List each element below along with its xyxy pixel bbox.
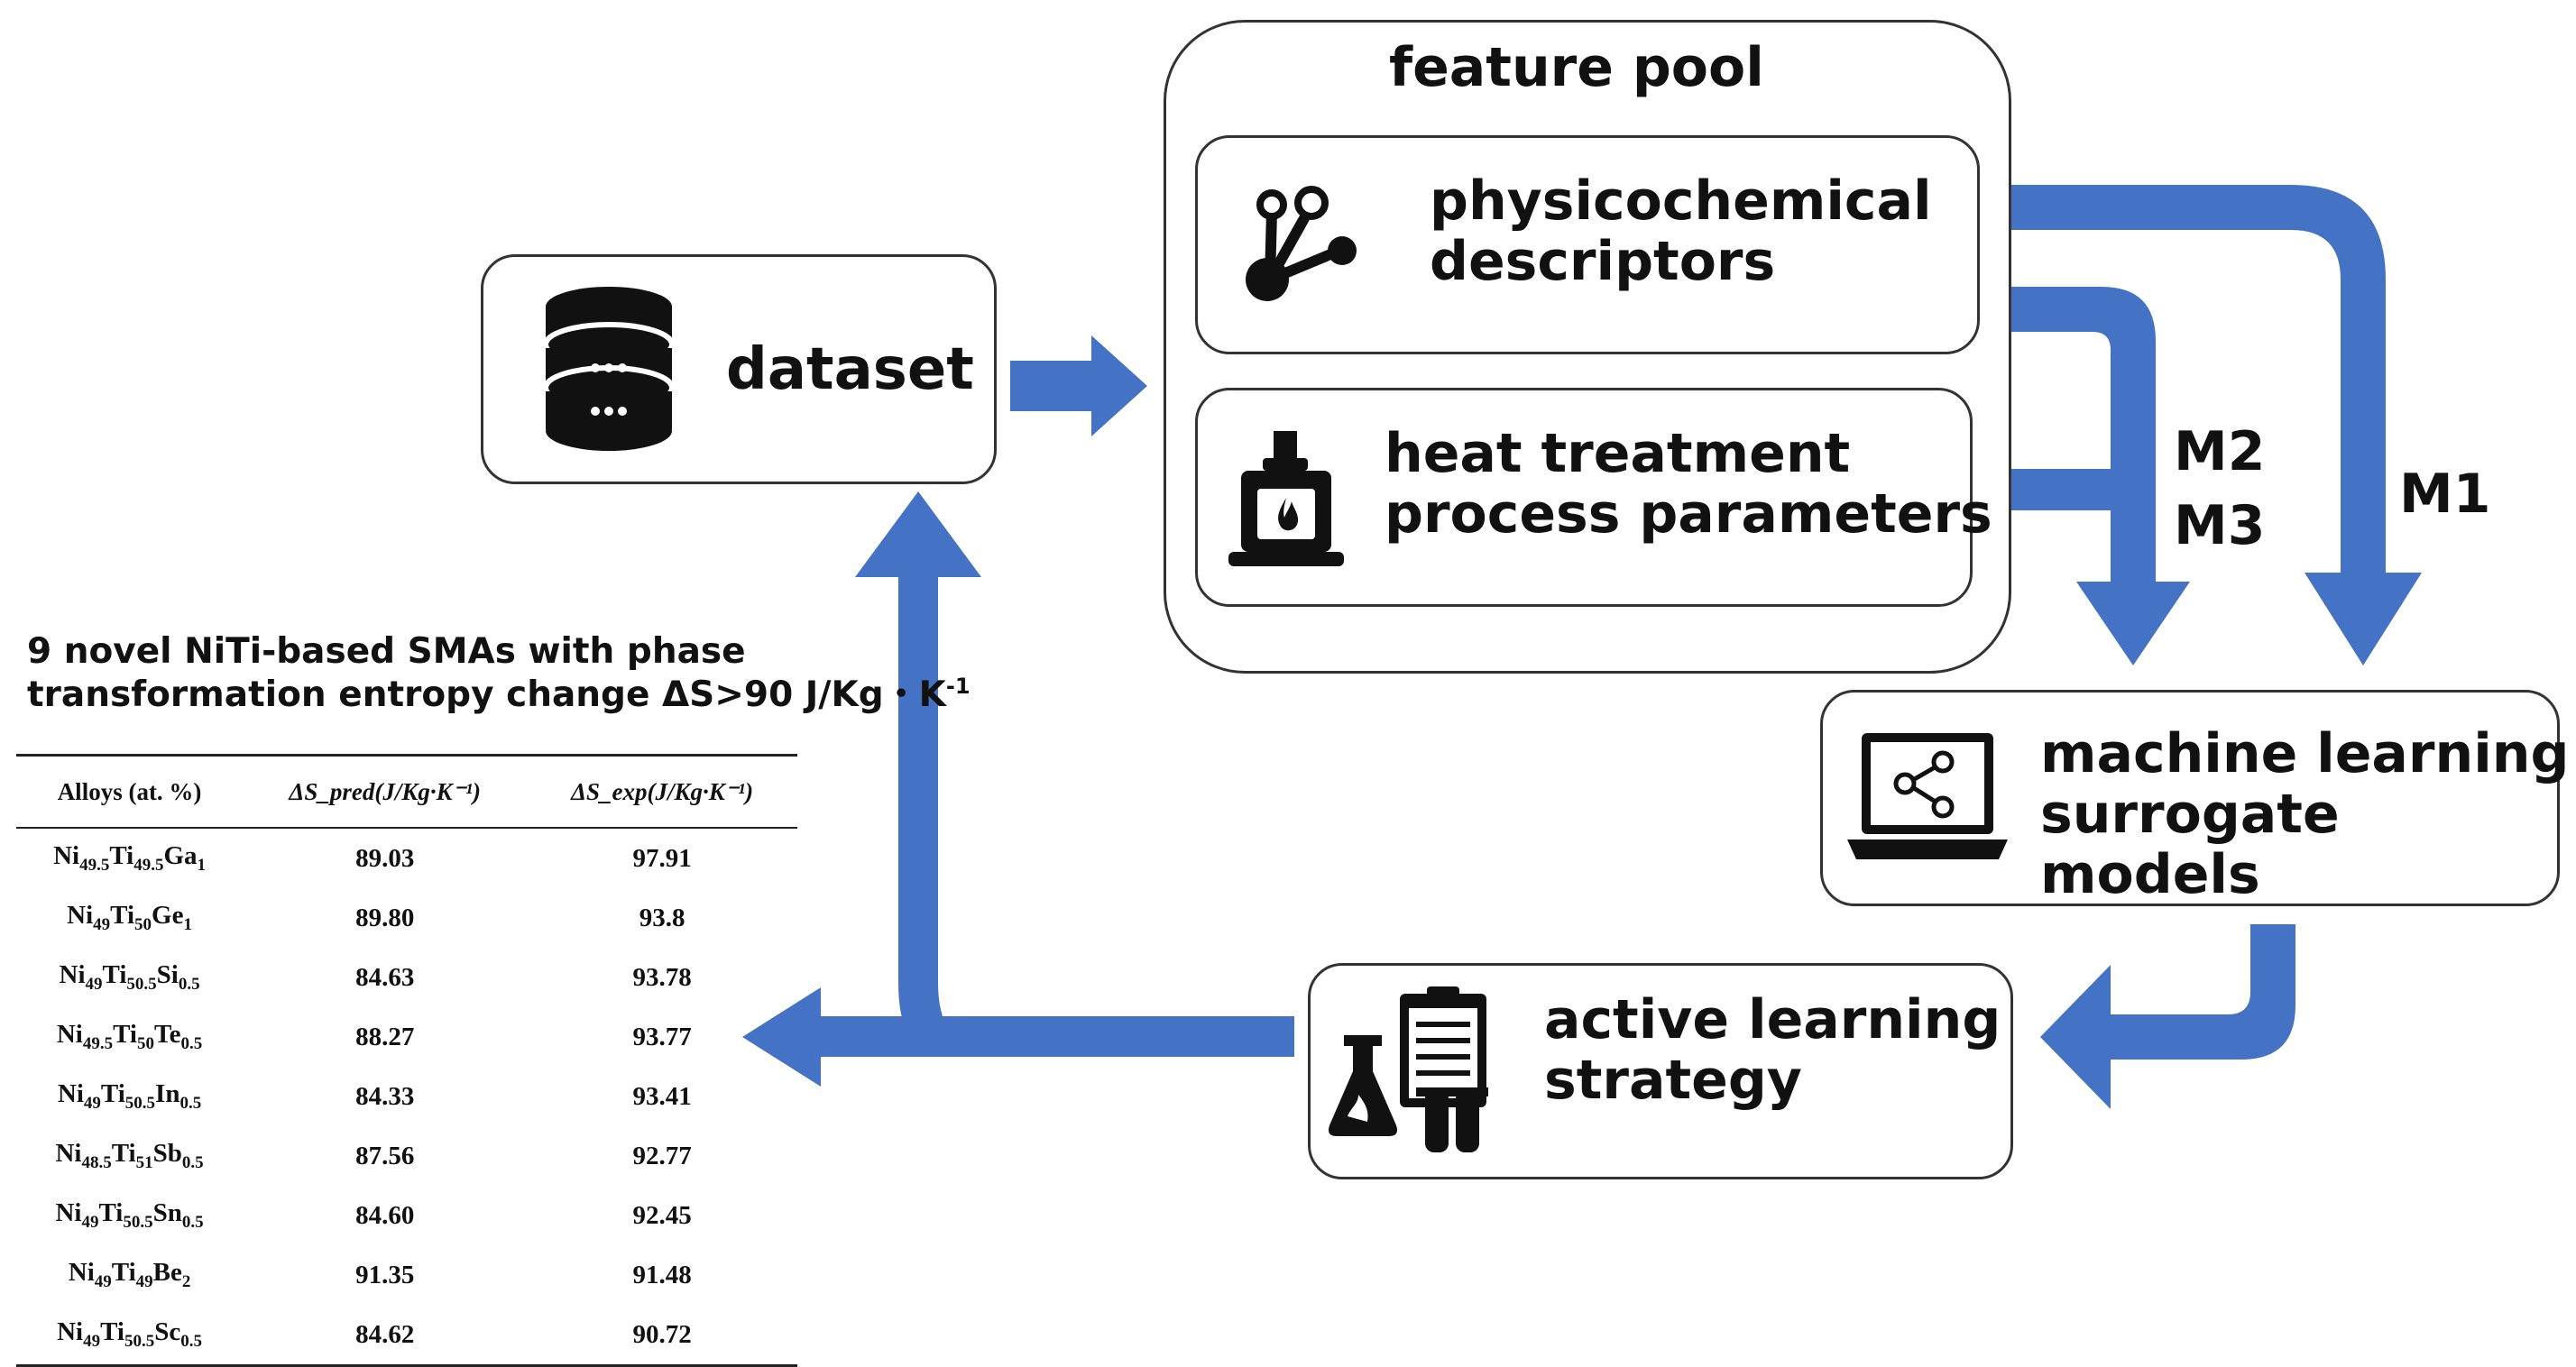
ml-models-line1: machine learning (2040, 722, 2570, 785)
exp-cell: 91.48 (632, 1260, 692, 1289)
table-row: Ni48.5Ti51Sb0.5 87.56 92.77 (16, 1126, 797, 1186)
arrow-active-learning-to-table (742, 987, 1294, 1087)
pred-cell: 88.27 (355, 1022, 415, 1051)
laptop-share-icon (1847, 733, 2008, 859)
physicochemical-line2: descriptors (1430, 230, 1776, 294)
edge-label-m2: M2 (2174, 420, 2266, 483)
table-header-alloy: Alloys (at. %) (16, 754, 244, 829)
arrow-to-dataset (855, 491, 988, 1057)
table-header-pred: ΔS_pred(J/Kg·K⁻¹) (243, 754, 528, 829)
exp-cell: 93.77 (632, 1022, 692, 1051)
database-icon (543, 287, 675, 451)
table-title-line2-text: transformation entropy change ΔS>90 J/Kg… (27, 674, 946, 715)
heat-treatment-line1: heat treatment (1385, 422, 1851, 485)
table-row: Ni49Ti50.5Sn0.5 84.60 92.45 (16, 1186, 797, 1245)
furnace-icon (1228, 431, 1344, 566)
table-title-sup: -1 (945, 673, 971, 699)
active-learning-label: active learning strategy (1544, 988, 2001, 1113)
table-title: 9 novel NiTi-based SMAs with phase trans… (27, 631, 971, 717)
molecule-icon (1246, 186, 1357, 301)
ml-models-label: machine learning surrogate models (2040, 722, 2576, 907)
table-row: Ni49Ti50.5Si0.5 84.63 93.78 (16, 948, 797, 1007)
table-title-line1: 9 novel NiTi-based SMAs with phase (27, 631, 746, 672)
pred-cell: 84.63 (355, 962, 415, 992)
table-header-row: Alloys (at. %) ΔS_pred(J/Kg·K⁻¹) ΔS_exp(… (16, 754, 797, 829)
lab-clipboard-icon (1329, 986, 1488, 1152)
heat-treatment-line2: process parameters (1385, 482, 1992, 546)
results-table: Alloys (at. %) ΔS_pred(J/Kg·K⁻¹) ΔS_exp(… (16, 754, 797, 1367)
alloy-cell: Ni49Ti50.5Sn0.5 (55, 1198, 204, 1232)
pred-cell: 87.56 (355, 1141, 415, 1170)
physicochemical-box[interactable] (1195, 135, 1980, 354)
exp-cell: 93.78 (632, 962, 692, 992)
alloy-cell: Ni49Ti50Ge1 (67, 901, 192, 934)
exp-cell: 92.77 (632, 1141, 692, 1170)
exp-cell: 97.91 (632, 843, 692, 873)
alloy-cell: Ni49Ti50.5Si0.5 (59, 960, 200, 994)
feature-pool-title: feature pool (1389, 36, 1764, 99)
active-learning-line1: active learning (1544, 988, 2001, 1051)
edge-label-m1: M1 (2399, 463, 2491, 526)
alloy-cell: Ni49.5Ti50Te0.5 (56, 1020, 203, 1053)
pred-cell: 84.62 (243, 1305, 528, 1367)
table-row: Ni49Ti50.5In0.5 84.33 93.41 (16, 1067, 797, 1126)
active-learning-line2: strategy (1544, 1049, 1802, 1113)
exp-cell: 90.72 (527, 1305, 797, 1367)
arrow-m2-m3 (1989, 287, 2190, 665)
table-row: Ni49.5Ti49.5Ga1 89.03 97.91 (16, 828, 797, 888)
alloy-cell: Ni48.5Ti51Sb0.5 (55, 1139, 204, 1172)
alloy-cell: Ni49.5Ti49.5Ga1 (53, 841, 207, 875)
ml-models-line2: surrogate models (2040, 783, 2340, 907)
pred-cell: 91.35 (355, 1260, 415, 1289)
arrow-ml-to-active-learning (2040, 924, 2295, 1109)
exp-cell: 93.8 (639, 903, 685, 932)
alloy-cell: Ni49Ti49Be2 (68, 1258, 191, 1291)
pred-cell: 89.80 (355, 903, 415, 932)
alloy-cell: Ni49Ti50.5In0.5 (57, 1079, 202, 1113)
physicochemical-line1: physicochemical (1430, 170, 1932, 233)
exp-cell: 92.45 (632, 1200, 692, 1230)
heat-treatment-label: heat treatment process parameters (1385, 422, 1992, 546)
pred-cell: 84.60 (355, 1200, 415, 1230)
pred-cell: 89.03 (355, 843, 415, 873)
exp-cell: 93.41 (632, 1081, 692, 1111)
heat-treatment-box[interactable] (1195, 388, 1973, 607)
arrow-m1 (1989, 185, 2422, 665)
physicochemical-label: physicochemical descriptors (1430, 170, 1932, 294)
table-title-line2: transformation entropy change ΔS>90 J/Kg… (27, 674, 971, 717)
table-row: Ni49.5Ti50Te0.5 88.27 93.77 (16, 1007, 797, 1067)
table-row: Ni49Ti50Ge1 89.80 93.8 (16, 888, 797, 948)
arrow-dataset-to-feature-pool (1010, 335, 1147, 436)
pred-cell: 84.33 (355, 1081, 415, 1111)
alloy-cell: Ni49Ti50.5Sc0.5 (16, 1305, 244, 1367)
dataset-label: dataset (726, 336, 974, 403)
table-row: Ni49Ti49Be2 91.35 91.48 (16, 1245, 797, 1305)
edge-label-m3: M3 (2174, 494, 2266, 557)
table-header-exp: ΔS_exp(J/Kg·K⁻¹) (527, 754, 797, 829)
